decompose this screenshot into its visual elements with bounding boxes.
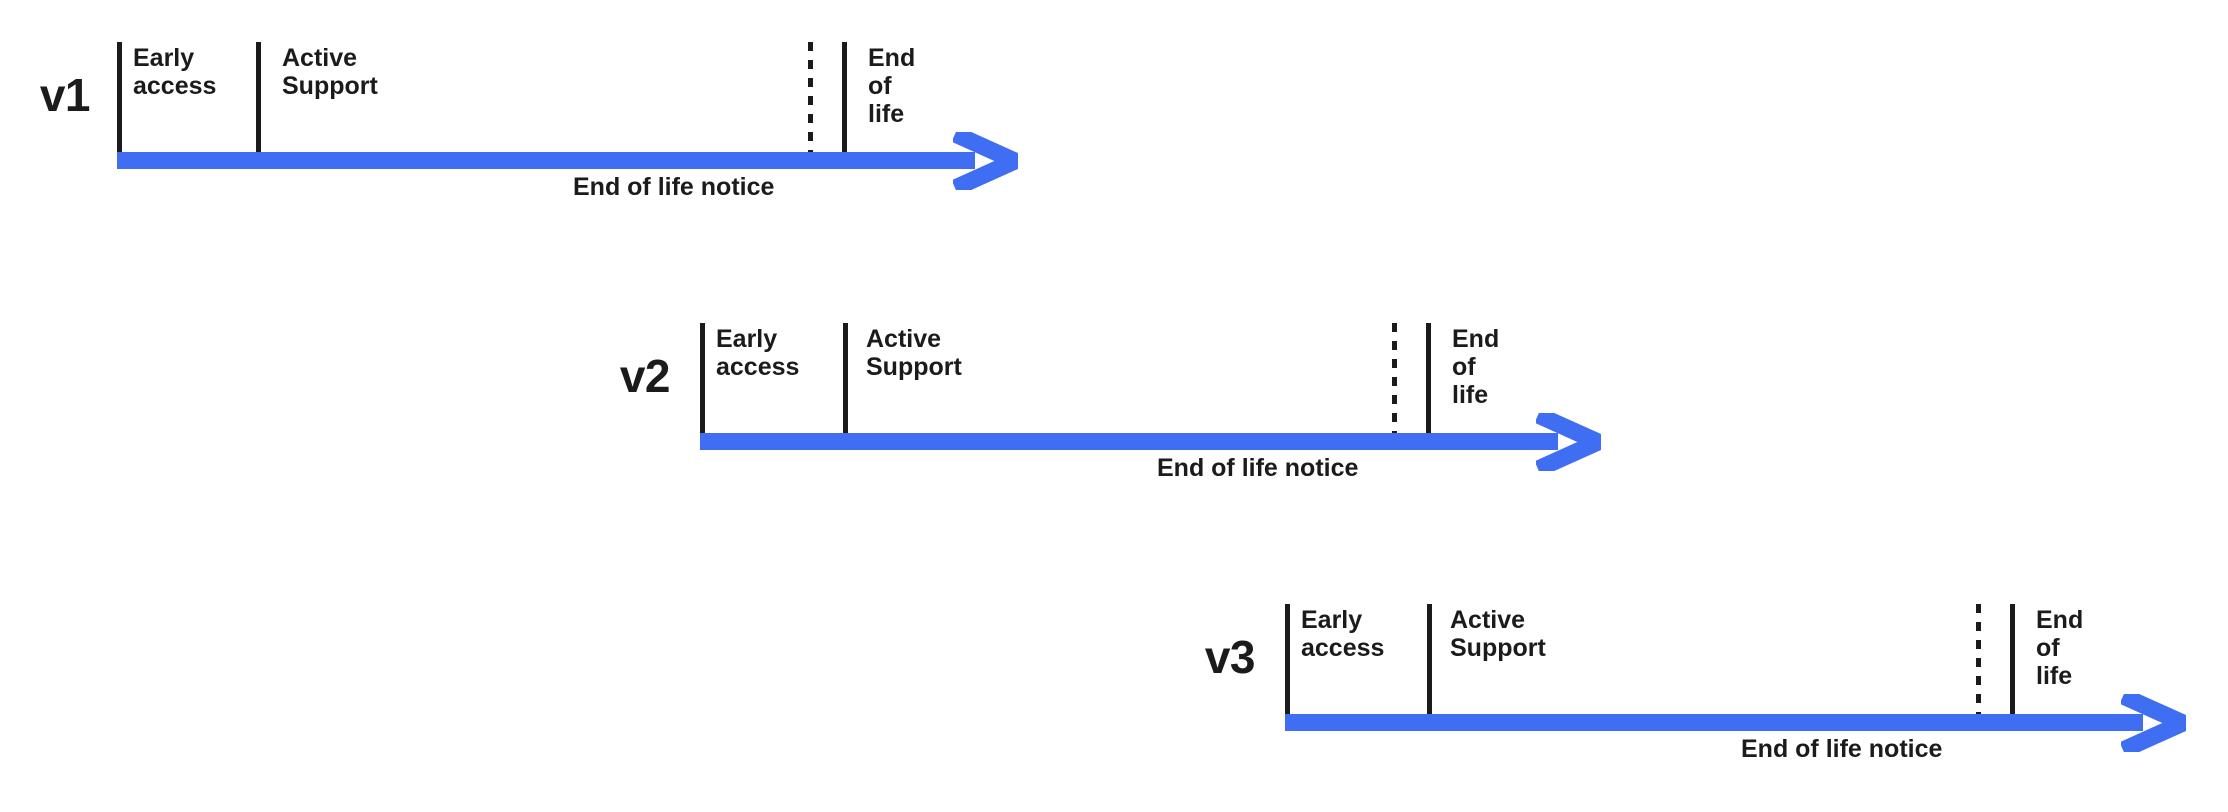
divider-end-of-life-notice-start-v1 [808,42,813,152]
divider-end-of-life-start-v2 [1426,323,1431,433]
timeline-arrow-head-v2 [1534,406,1619,477]
divider-active-support-start-v3 [1427,604,1432,714]
phase-label-active-support-v2: Active Support [866,325,962,381]
end-of-life-notice-label-v2: End of life notice [1157,454,1359,482]
divider-active-support-start-v2 [843,323,848,433]
divider-end-of-life-notice-start-v2 [1392,323,1397,433]
divider-early-access-start-v2 [700,323,705,433]
divider-end-of-life-start-v3 [2010,604,2015,714]
phase-label-active-support-v3: Active Support [1450,606,1546,662]
phase-label-end-of-life-v1: End of life [868,44,916,128]
divider-end-of-life-start-v1 [842,42,847,152]
phase-label-end-of-life-v2: End of life [1452,325,1500,409]
divider-early-access-start-v1 [117,42,122,152]
phase-label-end-of-life-v3: End of life [2036,606,2084,690]
divider-early-access-start-v3 [1285,604,1290,714]
divider-end-of-life-notice-start-v3 [1976,604,1981,714]
timeline-arrow-shaft-v3 [1285,714,2143,731]
phase-label-early-access-v1: Early access [133,44,217,100]
phase-label-active-support-v1: Active Support [282,44,378,100]
phase-label-early-access-v2: Early access [716,325,800,381]
divider-active-support-start-v1 [256,42,261,152]
timeline-arrow-head-v3 [2119,687,2204,758]
end-of-life-notice-label-v1: End of life notice [573,173,775,201]
timeline-arrow-shaft-v2 [700,433,1558,450]
end-of-life-notice-label-v3: End of life notice [1741,735,1943,763]
version-label-v2: v2 [619,350,671,402]
timeline-arrow-head-v1 [951,125,1036,196]
version-label-v1: v1 [39,69,91,121]
version-label-v3: v3 [1204,631,1256,683]
timeline-arrow-shaft-v1 [117,152,975,169]
phase-label-early-access-v3: Early access [1301,606,1385,662]
